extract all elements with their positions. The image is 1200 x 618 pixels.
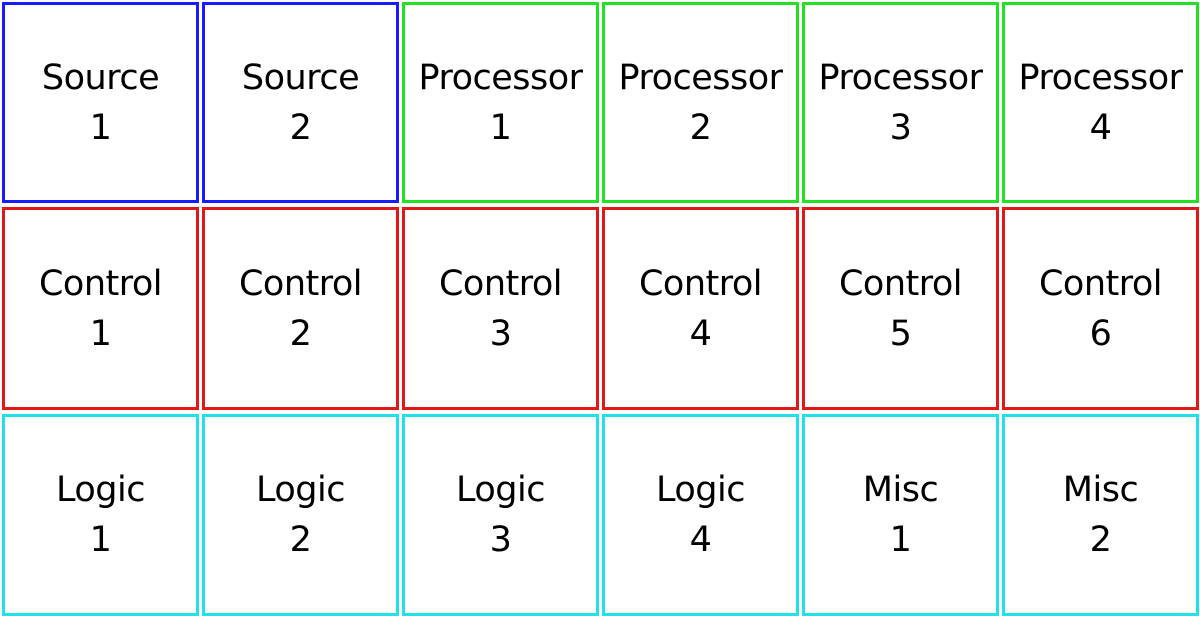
block-logic-3[interactable]: Logic 3 [402,414,599,616]
block-label: Processor [818,57,983,98]
block-logic-4[interactable]: Logic 4 [602,414,799,616]
block-index: 1 [489,107,512,148]
block-control-2[interactable]: Control 2 [202,207,399,410]
block-index: 2 [289,313,312,354]
block-processor-3[interactable]: Processor 3 [802,2,999,203]
block-source-1[interactable]: Source 1 [2,2,199,203]
block-label: Misc [1062,470,1139,510]
block-source-2[interactable]: Source 2 [202,2,399,203]
block-label: Misc [862,470,939,510]
block-index: 2 [689,107,712,148]
block-label: Control [238,263,363,304]
block-processor-1[interactable]: Processor 1 [402,2,599,203]
block-label: Logic [456,470,545,510]
block-label: Processor [418,57,583,98]
block-index: 1 [89,520,112,560]
block-index: 6 [1089,313,1112,354]
block-label: Control [838,263,963,304]
block-index: 2 [289,520,312,560]
block-index: 3 [889,107,912,148]
block-label: Processor [1018,57,1183,98]
block-processor-2[interactable]: Processor 2 [602,2,799,203]
block-index: 3 [489,520,512,560]
block-index: 1 [889,520,912,560]
block-misc-2[interactable]: Misc 2 [1002,414,1199,616]
block-index: 2 [1089,520,1112,560]
block-control-5[interactable]: Control 5 [802,207,999,410]
block-label: Control [438,263,563,304]
block-label: Source [241,57,360,98]
block-index: 4 [1089,107,1112,148]
block-label: Source [41,57,160,98]
block-index: 1 [89,313,112,354]
block-control-4[interactable]: Control 4 [602,207,799,410]
block-control-6[interactable]: Control 6 [1002,207,1199,410]
block-label: Logic [256,470,345,510]
block-index: 1 [89,107,112,148]
block-index: 4 [689,313,712,354]
block-processor-4[interactable]: Processor 4 [1002,2,1199,203]
block-label: Processor [618,57,783,98]
block-logic-2[interactable]: Logic 2 [202,414,399,616]
block-label: Control [38,263,163,304]
block-control-3[interactable]: Control 3 [402,207,599,410]
block-label: Control [1038,263,1163,304]
block-logic-1[interactable]: Logic 1 [2,414,199,616]
block-index: 5 [889,313,912,354]
block-label: Logic [56,470,145,510]
block-index: 2 [289,107,312,148]
block-index: 4 [689,520,712,560]
block-label: Control [638,263,763,304]
block-misc-1[interactable]: Misc 1 [802,414,999,616]
block-label: Logic [656,470,745,510]
block-control-1[interactable]: Control 1 [2,207,199,410]
block-index: 3 [489,313,512,354]
